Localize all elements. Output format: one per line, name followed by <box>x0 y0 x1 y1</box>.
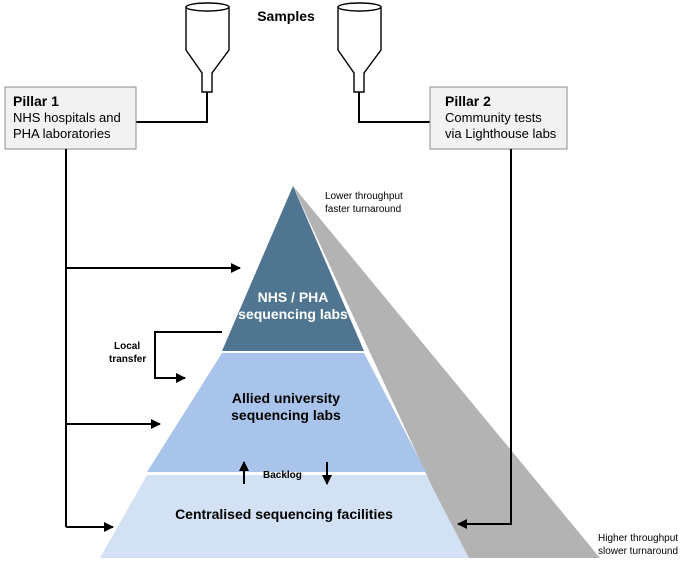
local-transfer-line2: transfer <box>109 354 146 365</box>
tier-top-line1: NHS / PHA <box>258 289 329 305</box>
local-transfer-arrow <box>154 331 222 383</box>
pillar1-line2: PHA laboratories <box>13 126 111 141</box>
pillar2-line1: Community tests <box>445 110 542 125</box>
pillar2-connector <box>457 149 512 529</box>
samples-title: Samples <box>257 8 315 24</box>
pillar1-line1: NHS hospitals and <box>13 110 121 125</box>
throughput-top-line1: Lower throughput <box>325 191 403 202</box>
tier-bottom-label: Centralised sequencing facilities <box>175 506 393 522</box>
tier-top-shape <box>222 186 364 351</box>
throughput-shadow <box>293 186 600 558</box>
throughput-top-line2: faster turnaround <box>325 204 401 215</box>
pillar1-box <box>4 86 137 150</box>
tier-top-line2: sequencing labs <box>238 306 348 322</box>
funnel-left-icon <box>185 2 230 93</box>
funnel-right-icon <box>337 2 382 93</box>
pillar2-title: Pillar 2 <box>445 93 491 109</box>
tier-middle-line2: sequencing labs <box>231 407 341 423</box>
backlog-label: Backlog <box>263 470 302 481</box>
local-transfer-line1: Local <box>114 341 140 352</box>
tier-bottom-shape <box>100 475 469 558</box>
connector-funnel-pillar2 <box>358 92 430 123</box>
pillar1-title: Pillar 1 <box>13 93 59 109</box>
pillar2-line2: via Lighthouse labs <box>445 126 557 141</box>
tier-middle-shape <box>147 353 426 472</box>
tier-middle-line1: Allied university <box>232 390 340 406</box>
throughput-bottom-line2: slower turnaround <box>598 546 678 557</box>
pillar2-box <box>429 86 568 150</box>
throughput-bottom-line1: Higher throughput <box>598 533 678 544</box>
connector-funnel-pillar1 <box>136 92 208 123</box>
